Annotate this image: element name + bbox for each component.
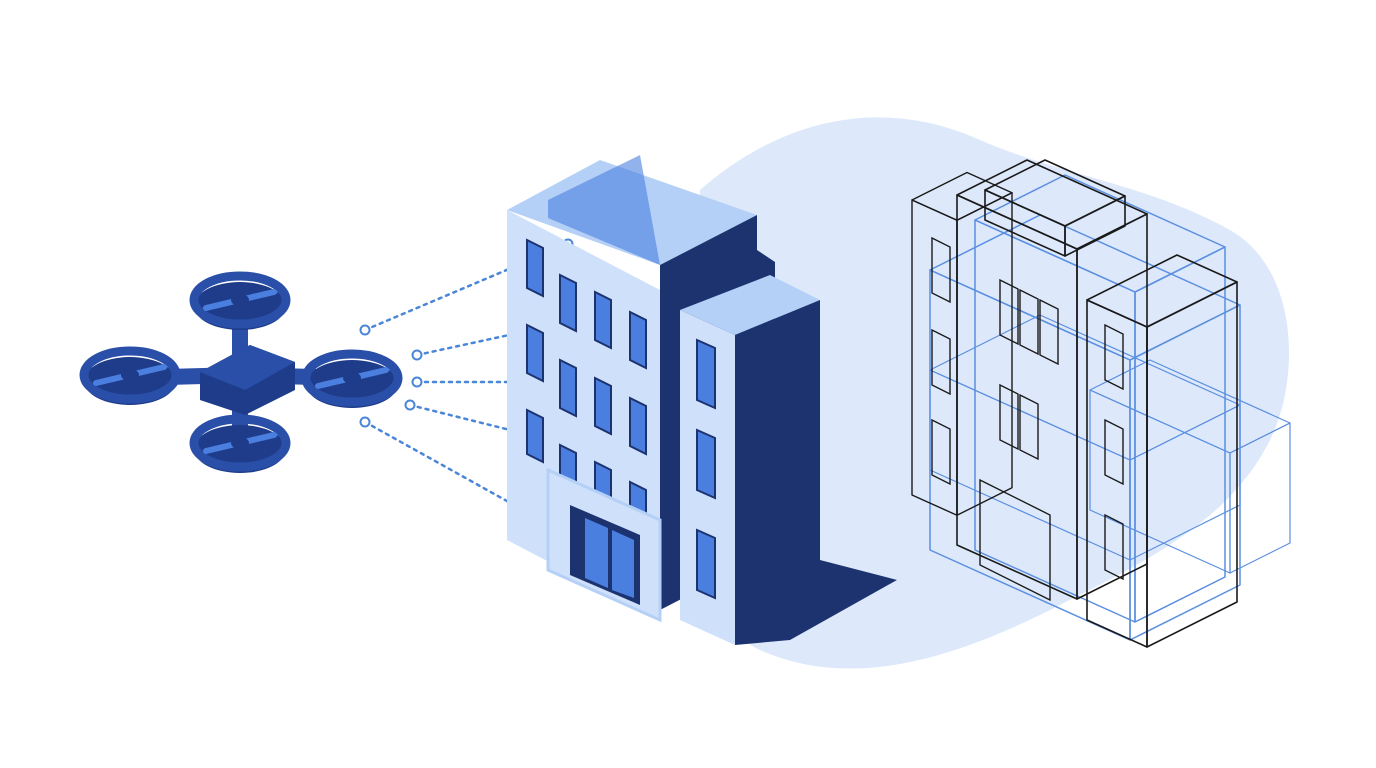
scan-beam — [363, 420, 534, 517]
rotor-guard — [189, 271, 291, 329]
scan-beam — [415, 323, 557, 357]
wire-face — [1064, 195, 1126, 257]
building-icon — [507, 155, 897, 645]
window — [696, 528, 716, 600]
rotor-guard — [79, 346, 181, 404]
scan-node — [359, 324, 371, 336]
window — [559, 358, 577, 418]
drone-body-top — [200, 345, 295, 390]
building-shadow — [735, 560, 897, 645]
rotor-hub — [121, 369, 139, 381]
rotor-guard — [189, 414, 291, 472]
wire-window — [931, 418, 951, 486]
window — [629, 396, 647, 456]
building-door — [612, 530, 634, 598]
building-front-roof — [680, 275, 820, 335]
wire-face — [1146, 281, 1238, 648]
building-roof-edge — [548, 155, 660, 265]
window — [559, 273, 577, 333]
wire-window — [1104, 513, 1124, 581]
drone-icon — [79, 271, 403, 473]
building-front-side — [735, 300, 820, 645]
window — [526, 323, 544, 383]
building-door — [585, 518, 608, 588]
scan-node — [404, 399, 416, 411]
wire-window — [931, 236, 951, 304]
scan-node — [359, 416, 371, 428]
wire-entrance — [979, 478, 1051, 602]
wire-window — [999, 278, 1019, 346]
wire-window — [1039, 298, 1059, 366]
scan-node — [411, 349, 423, 361]
wire-window — [1104, 418, 1124, 486]
wireframe-building-icon — [911, 159, 1291, 648]
window — [526, 238, 544, 298]
wire-window — [1019, 288, 1039, 356]
wire-window — [999, 383, 1019, 451]
background-blob — [695, 117, 1290, 669]
rotor-hub — [231, 437, 249, 449]
rotor-guard — [301, 349, 403, 407]
scan-node — [411, 376, 423, 388]
window — [696, 428, 716, 500]
wire-face — [1129, 404, 1241, 561]
window — [594, 290, 612, 350]
window — [526, 408, 544, 464]
window — [629, 310, 647, 370]
wire-face — [1134, 246, 1226, 623]
rotor-hub — [231, 294, 249, 306]
wire-face — [1229, 422, 1291, 574]
window — [696, 338, 716, 410]
wire-window — [931, 328, 951, 396]
wire-window — [1104, 323, 1124, 391]
wire-window — [1019, 393, 1039, 461]
rotor-hub — [343, 372, 361, 384]
window — [594, 376, 612, 436]
